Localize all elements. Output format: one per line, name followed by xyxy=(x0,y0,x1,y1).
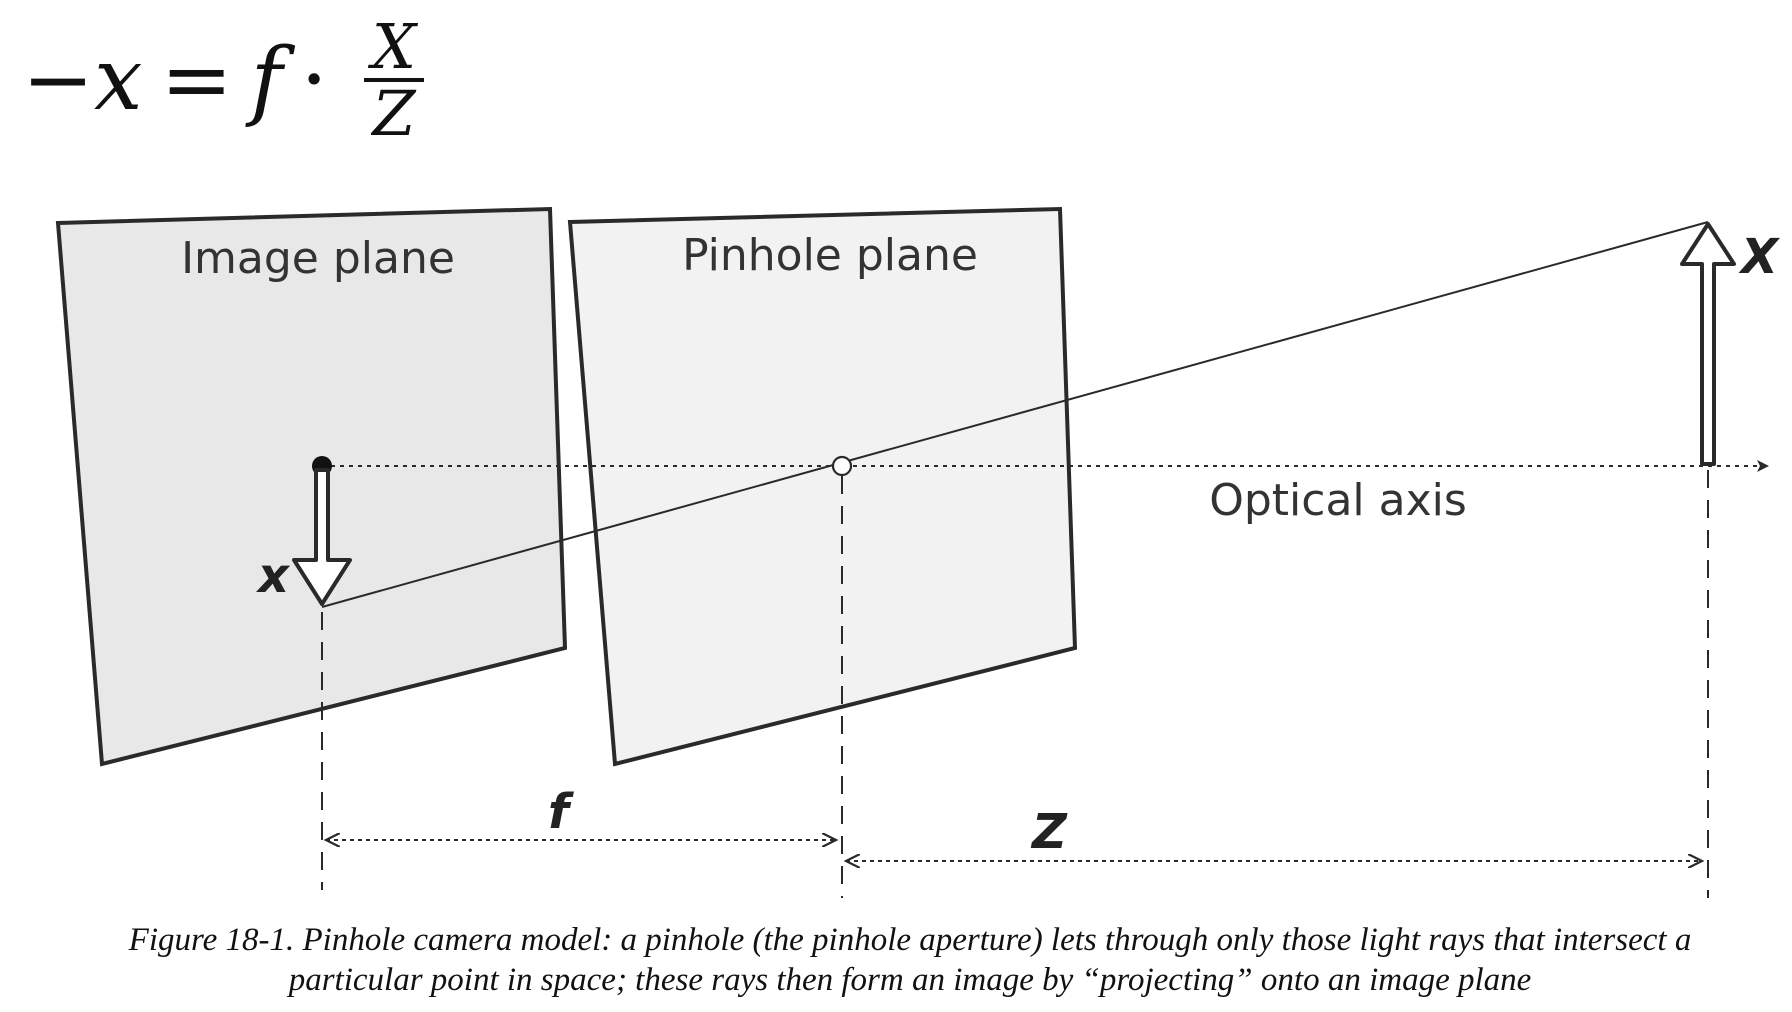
formula-equals: = xyxy=(160,30,233,130)
formula-focal: f xyxy=(250,30,283,130)
object-arrow xyxy=(1680,222,1736,466)
image-arrow xyxy=(292,468,352,606)
object-label: X xyxy=(1738,229,1780,285)
formula-denominator: Z xyxy=(372,77,416,150)
formula-lhs: −x xyxy=(22,30,143,130)
formula-dot: · xyxy=(300,30,328,130)
figure-caption: Figure 18-1. Pinhole camera model: a pin… xyxy=(128,922,1692,999)
formula-fraction: X Z xyxy=(363,15,424,150)
light-ray xyxy=(321,221,1709,608)
image-point-label: x xyxy=(256,548,291,604)
projection-formula: −x = f · X Z xyxy=(22,10,424,150)
pinhole-aperture xyxy=(831,455,853,477)
formula-numerator: X xyxy=(363,15,424,82)
focal-length-label: f xyxy=(548,784,574,840)
image-plane-label: Image plane xyxy=(181,233,455,284)
distance-label: Z xyxy=(1030,804,1068,860)
image-plane xyxy=(55,206,568,767)
pinhole-plane-label: Pinhole plane xyxy=(682,230,978,281)
pinhole-plane xyxy=(567,206,1078,767)
optical-axis-label: Optical axis xyxy=(1209,475,1467,526)
